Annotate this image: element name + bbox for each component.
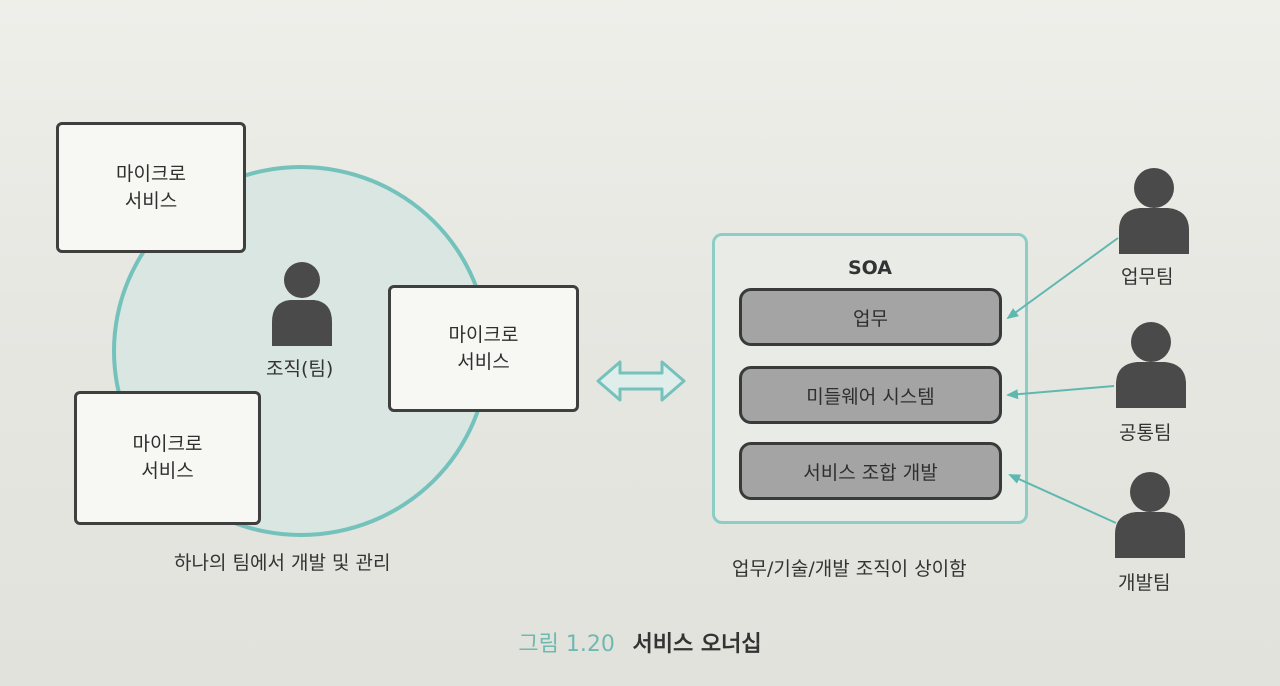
microservice-label-line1: 마이크로	[116, 162, 186, 185]
common-team-label: 공통팀	[1119, 422, 1172, 444]
arrow-business-to-layer	[1006, 237, 1119, 320]
microservice-box: 마이크로 서비스	[74, 391, 261, 525]
microservice-box: 마이크로 서비스	[388, 285, 579, 412]
arrow-common-to-layer	[1006, 385, 1115, 400]
figure-title: 서비스 오너십	[632, 632, 762, 657]
soa-layer-business: 업무	[739, 288, 1002, 346]
microservice-label-line1: 마이크로	[132, 433, 203, 455]
soa-layer-service-composition: 서비스 조합 개발	[739, 442, 1002, 500]
microservice-box: 마이크로 서비스	[56, 122, 246, 253]
person-icon	[272, 262, 332, 346]
person-icon	[1119, 168, 1189, 254]
business-team-label: 업무팀	[1121, 266, 1174, 288]
team-label: 조직(팀)	[266, 358, 334, 380]
person-icon	[1115, 472, 1185, 558]
dev-team-label: 개발팀	[1118, 572, 1171, 594]
microservice-label-line1: 마이크로	[448, 323, 519, 346]
figure-number: 그림 1.20	[518, 632, 615, 657]
microservice-label-line2: 서비스	[141, 460, 194, 482]
left-caption: 하나의 팀에서 개발 및 관리	[174, 552, 391, 574]
soa-layer-middleware: 미들웨어 시스템	[739, 366, 1002, 424]
person-icon	[1116, 322, 1186, 408]
soa-caption: 업무/기술/개발 조직이 상이함	[732, 558, 967, 580]
microservice-label-line2: 서비스	[124, 189, 178, 212]
soa-title: SOA	[847, 257, 893, 279]
figure-caption: 그림 1.20 서비스 오너십	[0, 626, 1280, 658]
microservice-label-line2: 서비스	[457, 350, 510, 373]
arrow-dev-to-layer	[1008, 474, 1117, 524]
